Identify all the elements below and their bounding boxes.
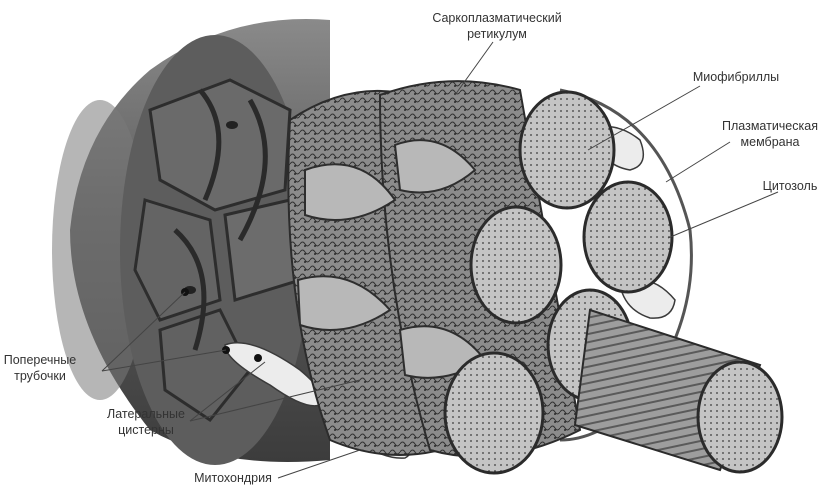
cut-face-left <box>120 35 310 465</box>
label-myofibrils: Миофибриллы <box>693 70 779 84</box>
label-cytosol: Цитозоль <box>763 179 818 193</box>
label-membrane-line2: мембрана <box>741 135 800 149</box>
label-mitochondrion: Митохондрия <box>194 471 272 485</box>
label-sr-line1: Саркоплазматический <box>432 11 561 25</box>
label-lateral-line1: Латеральные <box>107 407 185 421</box>
label-lateral-line2: цистерны <box>118 423 174 437</box>
label-sr-line2: ретикулум <box>467 27 527 41</box>
myofibril-rod <box>575 310 782 472</box>
label-ttubules-line2: трубочки <box>14 369 66 383</box>
label-ttubules-line1: Поперечные <box>4 353 77 367</box>
label-membrane-line1: Плазматическая <box>722 119 818 133</box>
